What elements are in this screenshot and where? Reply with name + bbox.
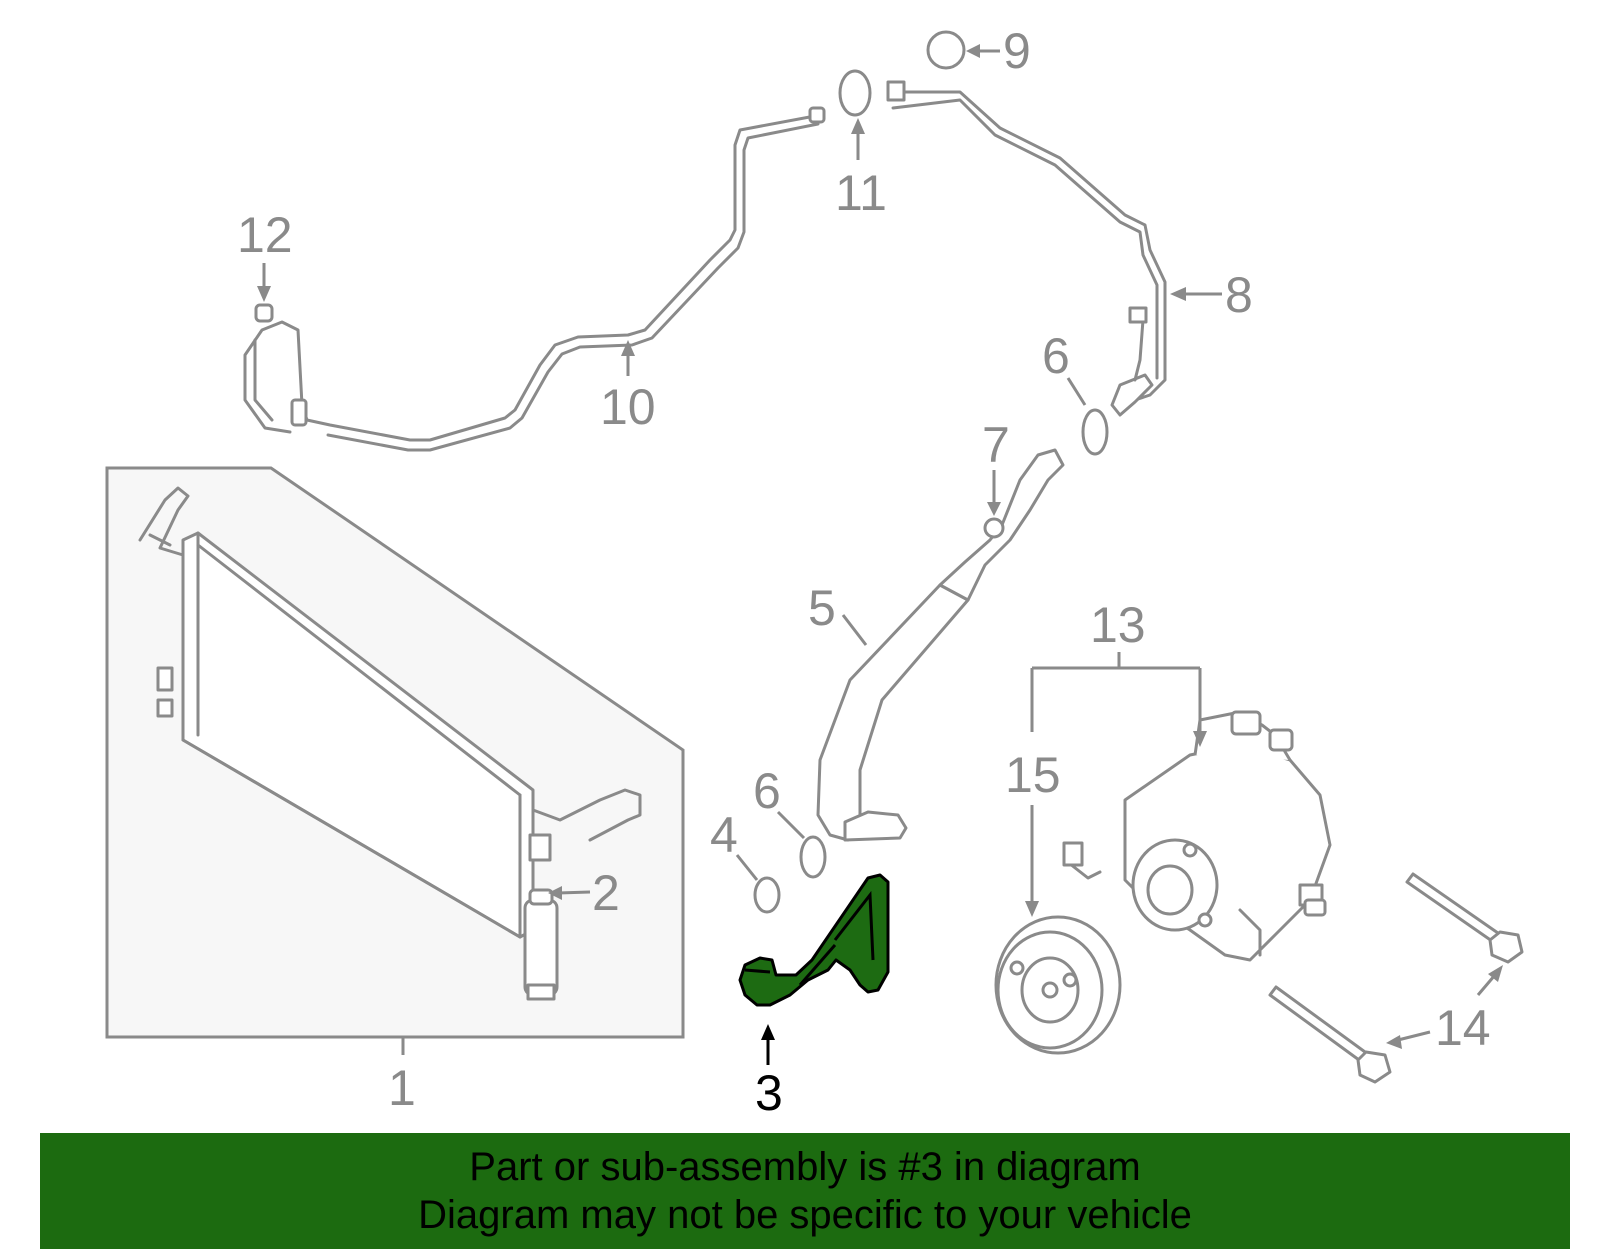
ac-pipe-part-8[interactable] bbox=[886, 80, 1167, 417]
callout-12: 12 bbox=[237, 207, 293, 263]
callout-6-upper: 6 bbox=[1042, 328, 1070, 384]
callout-2: 2 bbox=[592, 865, 620, 921]
banner-line-2: Diagram may not be specific to your vehi… bbox=[418, 1193, 1192, 1237]
callout-11: 11 bbox=[835, 165, 887, 221]
callout-13: 13 bbox=[1090, 597, 1146, 653]
o-ring-part-6-lower[interactable] bbox=[799, 835, 827, 879]
callout-10: 10 bbox=[600, 379, 656, 435]
callout-14: 14 bbox=[1435, 1000, 1491, 1056]
o-ring-part-4[interactable] bbox=[753, 876, 781, 914]
clutch-part-15[interactable] bbox=[994, 841, 1122, 1055]
callout-1: 1 bbox=[388, 1060, 416, 1116]
ac-hose-part-3[interactable] bbox=[738, 873, 890, 1007]
callout-3: 3 bbox=[755, 1065, 783, 1121]
callout-6-lower: 6 bbox=[753, 763, 781, 819]
callout-9: 9 bbox=[1003, 23, 1031, 79]
callout-15: 15 bbox=[1005, 747, 1061, 803]
compressor-part-13[interactable] bbox=[1123, 710, 1332, 962]
o-ring-part-11[interactable] bbox=[838, 69, 872, 117]
bolts-part-14[interactable] bbox=[1268, 872, 1524, 1084]
callout-5: 5 bbox=[808, 580, 836, 636]
ac-pipe-part-10[interactable] bbox=[243, 106, 826, 452]
banner-line-1: Part or sub-assembly is #3 in diagram bbox=[469, 1145, 1141, 1189]
ac-hose-part-5[interactable] bbox=[816, 448, 1065, 842]
callout-8: 8 bbox=[1225, 267, 1253, 323]
info-banner: Part or sub-assembly is #3 in diagram Di… bbox=[40, 1133, 1570, 1249]
callout-7: 7 bbox=[982, 417, 1010, 473]
o-ring-part-9[interactable] bbox=[926, 30, 966, 70]
condenser-assembly[interactable] bbox=[105, 466, 685, 1039]
o-ring-part-6-upper[interactable] bbox=[1081, 408, 1109, 456]
callout-4: 4 bbox=[710, 807, 738, 863]
